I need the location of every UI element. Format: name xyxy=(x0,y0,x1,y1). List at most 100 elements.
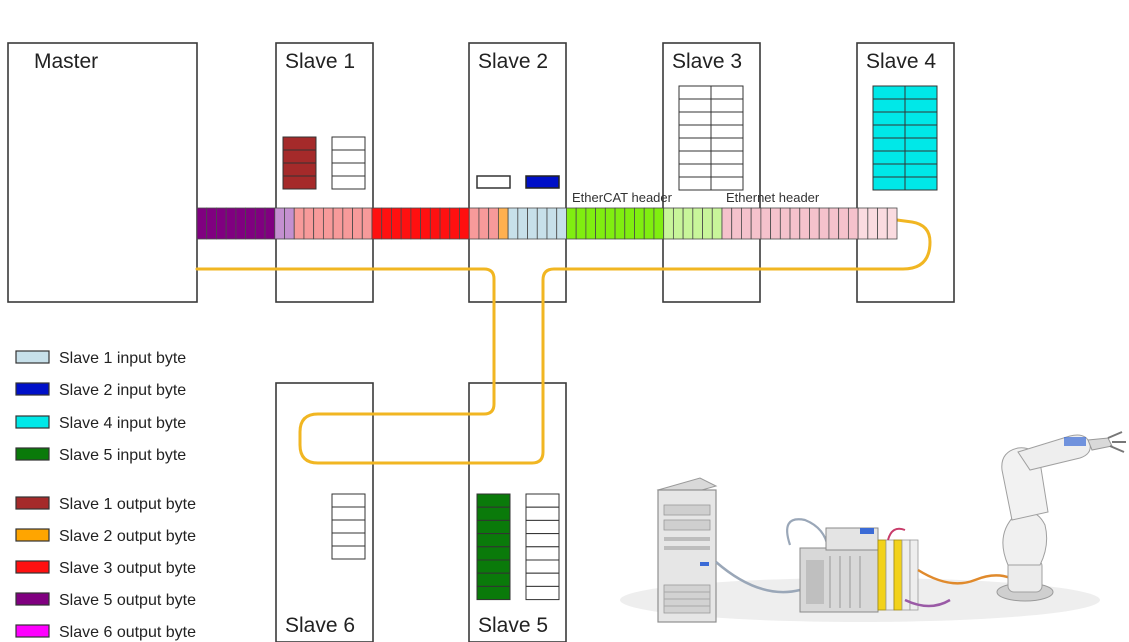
legend-swatch-slave2-output xyxy=(15,528,50,542)
frame-byte xyxy=(322,207,334,240)
frame-byte xyxy=(235,207,247,240)
frame-byte xyxy=(527,207,538,240)
frame-byte xyxy=(517,207,528,240)
slave1-input-register xyxy=(331,136,366,190)
master-title: Master xyxy=(34,50,98,73)
frame-byte xyxy=(410,207,422,240)
pc-tower-icon xyxy=(656,477,718,623)
register-cell xyxy=(710,163,744,178)
frame-byte xyxy=(867,207,878,240)
legend-label-slave5-output: Slave 5 output byte xyxy=(59,592,196,609)
frame-byte xyxy=(274,207,285,240)
register-cell xyxy=(872,111,906,126)
frame-byte xyxy=(672,207,684,240)
frame-byte xyxy=(420,207,431,240)
frame-byte xyxy=(216,207,227,240)
register-cell xyxy=(331,493,366,508)
register-cell xyxy=(678,150,712,165)
frame-byte xyxy=(595,207,606,240)
io-wire-red xyxy=(887,527,906,541)
register-cell xyxy=(904,98,938,113)
ethernet-cable xyxy=(195,218,932,465)
frame-byte xyxy=(196,207,208,240)
hardware-illustration xyxy=(620,431,1126,623)
frame-byte xyxy=(886,207,898,240)
register-cell xyxy=(476,572,511,587)
frame-byte xyxy=(711,207,723,240)
frame-byte xyxy=(468,207,480,240)
frame-byte xyxy=(342,207,353,240)
frame-byte xyxy=(284,207,295,240)
frame-byte xyxy=(507,207,519,240)
register-cell xyxy=(525,585,560,601)
frame-byte xyxy=(254,207,266,240)
register-cell xyxy=(282,175,317,190)
frame-byte xyxy=(361,207,373,240)
frame-byte xyxy=(245,207,256,240)
register-cell xyxy=(904,176,938,191)
frame-byte xyxy=(497,207,509,240)
slave3-output-register xyxy=(678,85,744,191)
pc-cable xyxy=(715,561,801,594)
register-cell xyxy=(331,506,366,521)
register-cell xyxy=(710,98,744,113)
frame-byte xyxy=(682,207,694,240)
frame-byte xyxy=(779,207,791,240)
frame-byte xyxy=(653,207,665,240)
slave4-input-register xyxy=(872,85,938,191)
frame-byte xyxy=(488,207,499,240)
legend-swatch-slave6-output xyxy=(15,624,50,638)
frame-byte xyxy=(313,207,324,240)
register-cell xyxy=(872,150,906,165)
slave4-title: Slave 4 xyxy=(866,50,936,73)
register-cell xyxy=(678,137,712,152)
slave1-title: Slave 1 xyxy=(285,50,355,73)
legend-swatch-slave3-output xyxy=(15,560,50,574)
legend-swatch-slave5-input xyxy=(15,447,50,461)
frame-byte xyxy=(750,207,762,240)
frame-byte xyxy=(604,207,616,240)
frame-byte xyxy=(332,207,344,240)
register-cell xyxy=(331,519,366,534)
frame-byte xyxy=(799,207,810,240)
register-cell xyxy=(872,98,906,113)
register-cell xyxy=(282,162,317,177)
frame-byte xyxy=(381,207,392,240)
frame-byte xyxy=(634,207,645,240)
frame-byte xyxy=(818,207,830,240)
frame-byte xyxy=(760,207,772,240)
frame-byte xyxy=(478,207,490,240)
register-cell xyxy=(710,111,744,126)
frame-byte xyxy=(264,207,276,240)
slave5-input-register xyxy=(476,493,511,601)
frame-byte xyxy=(556,207,567,240)
register-cell xyxy=(678,163,712,178)
frame-byte xyxy=(809,207,820,240)
slave3-title: Slave 3 xyxy=(672,50,742,73)
register-cell xyxy=(331,162,366,177)
ethercat-frame xyxy=(196,207,898,240)
legend: Slave 1 input byte Slave 2 input byte Sl… xyxy=(15,350,196,641)
legend-label-slave1-input: Slave 1 input byte xyxy=(59,350,186,367)
register-cell xyxy=(872,137,906,152)
register-cell xyxy=(282,136,317,151)
register-cell xyxy=(872,163,906,178)
frame-byte xyxy=(624,207,635,240)
legend-swatch-slave5-output xyxy=(15,592,50,606)
legend-swatch-slave4-input xyxy=(15,415,50,429)
register-cell xyxy=(678,98,712,113)
frame-byte xyxy=(536,207,548,240)
register-cell xyxy=(678,124,712,139)
slave2-input-register xyxy=(525,175,560,189)
register-cell xyxy=(525,572,560,587)
slave2-box xyxy=(468,42,567,303)
register-cell xyxy=(476,559,511,574)
register-cell xyxy=(525,533,560,548)
legend-swatch-slave1-input xyxy=(15,350,50,364)
frame-byte xyxy=(459,207,470,240)
master-box xyxy=(7,42,198,303)
frame-byte xyxy=(400,207,412,240)
frame-byte xyxy=(770,207,781,240)
register-cell xyxy=(476,546,511,561)
